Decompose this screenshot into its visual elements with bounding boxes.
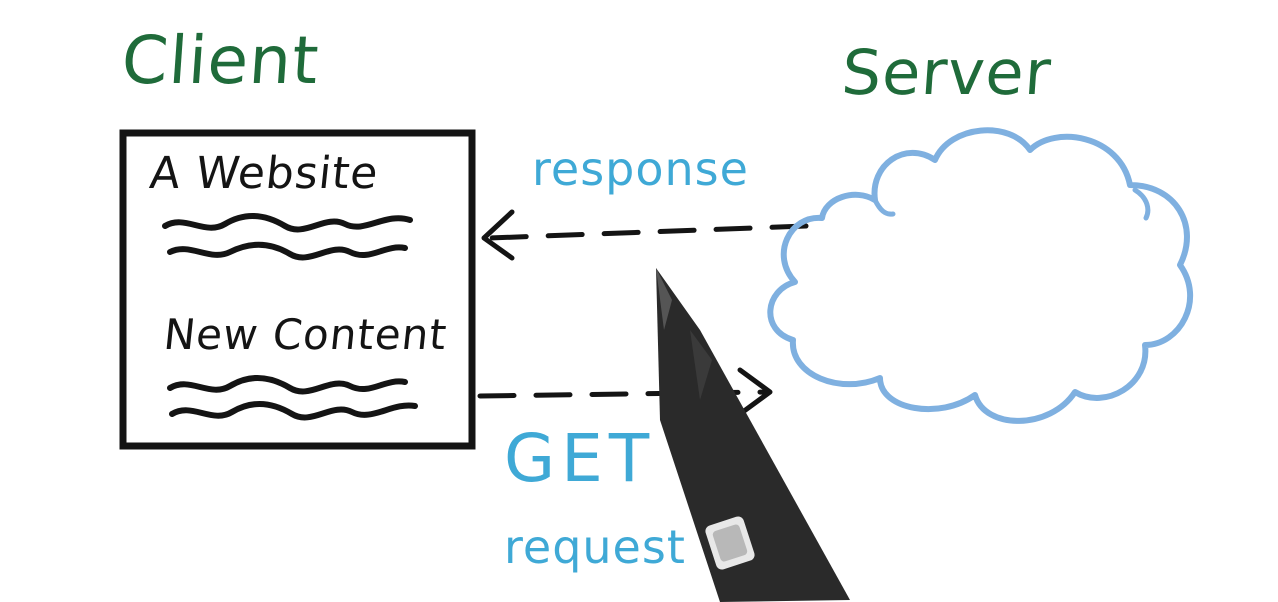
- response-arrowhead-icon: [481, 209, 515, 261]
- request-label: request: [504, 520, 686, 574]
- server-cloud-icon: [767, 127, 1193, 424]
- website-squiggle-2: [167, 241, 408, 261]
- response-label: response: [532, 142, 749, 196]
- cloud-inner-curl-2: [872, 197, 896, 217]
- cloud-inner-curl: [1132, 187, 1151, 221]
- content-squiggle-2: [169, 400, 418, 421]
- website-box: [119, 129, 476, 450]
- request-arrowhead-icon: [737, 367, 773, 417]
- new-content-title: New Content: [161, 310, 450, 359]
- stylus-pen-icon: [656, 268, 850, 602]
- content-squiggle-1: [167, 374, 408, 395]
- get-label: GET: [504, 420, 656, 497]
- website-squiggle-1: [162, 212, 413, 233]
- website-title: A Website: [147, 148, 382, 199]
- response-arrow-line: [487, 223, 809, 241]
- server-heading: Server: [839, 36, 1054, 109]
- client-heading: Client: [119, 22, 322, 99]
